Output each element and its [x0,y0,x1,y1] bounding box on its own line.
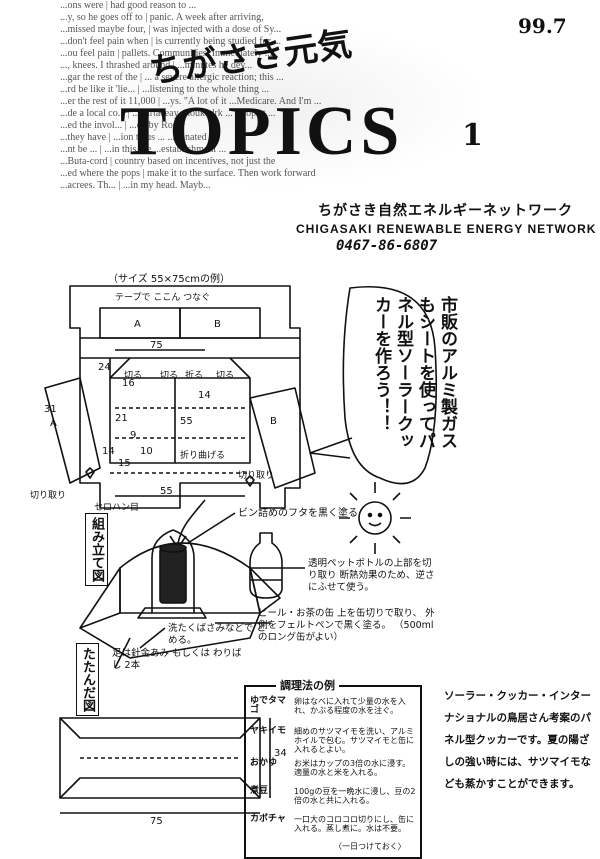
newsprint-line: ...don't feel pain when | is currently b… [60,36,281,47]
recipe-item-name: おかゆ [250,758,278,768]
recipe-item-desc: 細めのサツマイモを洗い、アルミホイルで包む。サツマイモと缶に入れるとよい。 [294,727,414,754]
dim-21: 21 [115,413,128,424]
cut-label-1: 切る [124,371,143,381]
issue-number: 1 [462,118,483,153]
tape-note: テープで ここん つなぐ [115,293,211,303]
fold-dim-75: 75 [150,816,163,827]
newsprint-line: ...ed the invol... | ...ed by Ro... [60,120,181,131]
recipe-item-name: ゆでタマゴ [250,696,287,715]
assembly-label: 組み立て図 [85,513,108,586]
recipe-box: 調理法の例 ゆでタマゴ 卵はなべに入れて少量の水を入れ、かぶる程度の水を注ぐ。 … [244,677,422,859]
org-phone: 0467-86-6807 [336,238,438,254]
recipe-item-name: 煮豆 [250,786,269,796]
article-text: ソーラー・クッカー・インターナショナルの鳥居さん考案のパネル型クッカーです。夏の… [444,690,591,790]
note-can: ビール・お茶の缶 上を缶切りで取り、 外側をフェルトペンで黒く塗る。 （500m… [258,608,435,643]
dim-16: 16 [122,378,135,389]
panel-label-a: A [134,319,141,330]
newsprint-line: ...nt be ... | ...in this the ...establi… [60,144,227,155]
dim-10: 10 [140,446,153,457]
recipe-item: おかゆ お米はカップの3倍の水に浸す。適量の水と米を入れる。 [250,759,418,785]
newsprint-line: ...ed where the pops | make it to the su… [60,168,316,179]
recipe-item-desc: 100gの豆を一晩水に浸し、豆の2倍の水と共に入れる。 [294,787,416,805]
recipe-item-name: ヤキイモ [250,726,287,736]
recipe-item-name: カボチャ [250,814,286,824]
newsprint-line: ...ons were | had good reason to ... [60,0,197,11]
recipe-title: 調理法の例 [276,677,339,693]
recipe-item-desc: 一口大のコロコロ切りにし、缶に入れる。蒸し煮に。水は不要。 [294,815,414,833]
masthead: ...ons were | had good reason to ......y… [60,0,490,195]
dim-75-top: 75 [150,340,163,351]
recipe-item: ゆでタマゴ 卵はなべに入れて少量の水を入れ、かぶる程度の水を注ぐ。 [250,697,418,725]
recipe-item: カボチャ 一口大のコロコロ切りにし、缶に入れる。蒸し煮に。水は不要。 [250,815,418,841]
fold-note: 折り曲げる [180,451,226,461]
newsprint-line: ...y, so he goes off to | panic. A week … [60,12,264,23]
recipe-item-desc: 卵はなべに入れて少量の水を入れ、かぶる程度の水を注ぐ。 [294,697,406,715]
issue-date: 99.7 [518,14,567,38]
note-clip: 洗たくばさみなどで とめる。 [168,623,266,646]
newsprint-line: ...de a local co... | ...onrtaceay shouk… [60,108,276,119]
dim-14: 14 [198,390,211,401]
diagram-drawing [44,285,438,814]
masthead-shadow [60,20,490,190]
newsprint-line: ...gar the rest of the | ... a severe al… [60,72,284,83]
speech-bubble-text: 市販のアルミ製ガスもシートを使ってパネル型ソーラークッカーを作ろう！！ [371,296,457,449]
newsprint-line: ..., knees. I thrashed around | ...minut… [60,60,253,71]
masthead-topics-title: TOPICS [120,93,404,170]
newsprint-line: ...er the rest of it 11,000 | ...ys. "A … [60,96,322,107]
org-name-en: CHIGASAKI RENEWABLE ENERGY NETWORK [296,222,597,236]
seam-note: セロハン目 [94,503,140,513]
panel-label-b: B [214,319,221,330]
panel-label-b-side: B [270,416,277,427]
note-stand: 足は針金あみ もしくは わりばし 2本 [112,648,242,671]
dim-9: 9 [130,430,137,441]
org-name-jp: ちがさき自然エネルギーネットワーク [318,203,573,219]
solar-cooker-diagram: （サイズ 55×75cmの例） テープで ここん つなぐ A B A B 75 … [20,268,457,858]
cutout-note-right: 切り取り [238,471,275,481]
dim-24: 24 [98,362,111,373]
newsprint-line: ...they have | ...ion to us ... ...donat… [60,132,217,143]
recipe-item: ヤキイモ 細めのサツマイモを洗い、アルミホイルで包む。サツマイモと缶に入れるとよ… [250,727,418,757]
fold-dim-34: 34 [274,748,287,759]
dim-14b: 14 [102,446,115,457]
recipe-footnote: 〈一日つけておく〉 [334,842,406,851]
recipe-item-desc: お米はカップの3倍の水に浸す。適量の水と米を入れる。 [294,759,411,777]
background-newsprint: ...ons were | had good reason to ......y… [60,0,490,195]
newsprint-line: ...Buta-cord | country based on incentiv… [60,156,276,167]
dim-55-vertical: 55 [180,416,193,427]
dim-55-horizontal: 55 [160,486,173,497]
newsprint-line: ...rd be like it 'lie... | ...listening … [60,84,270,95]
panel-label-a-side: A [50,418,57,429]
cut-label-2: 切る [160,371,179,381]
fold-label-top: 折る [185,371,204,381]
cut-label-3: 切る [216,371,235,381]
note-lid: ビン詰めのフタを黒く塗る [238,508,358,519]
dim-31: 31 [44,404,57,415]
dim-15: 15 [118,458,131,469]
newsprint-line: ...ou feel pain | pallets. Communities. … [60,48,273,59]
recipe-item: 煮豆 100gの豆を一晩水に浸し、豆の2倍の水と共に入れる。 [250,787,418,813]
note-bottle: 透明ペットボトルの上部を切り取り 断熱効果のため、逆さにふせて使う。 [308,558,435,593]
cutout-note-left: 切り取り [30,491,67,501]
size-note: （サイズ 55×75cmの例） [108,274,230,285]
newsprint-line: ...acrees. Th... | ...in my head. Mayb..… [60,180,211,191]
newsprint-line: ...missed maybe four, | was injected wit… [60,24,282,35]
folding-label: たたんだ図 [76,643,99,716]
